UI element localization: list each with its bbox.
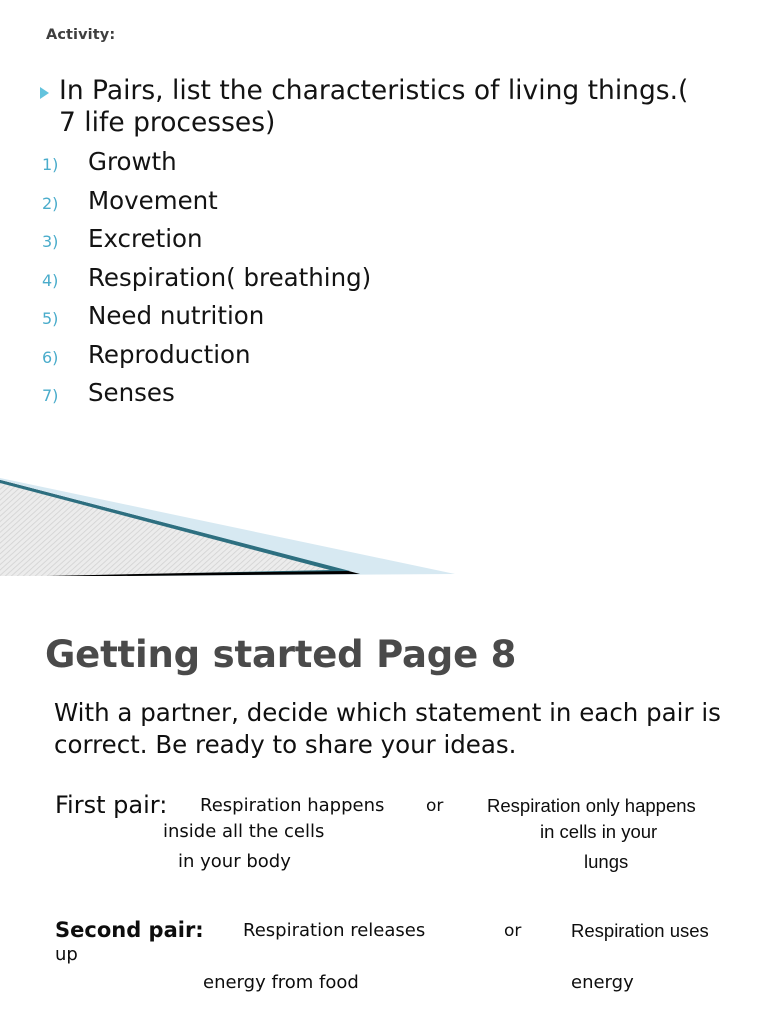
list-item-marker: 2) [42,193,59,213]
statement-a-wrapped-word: up [55,944,78,965]
list-item-marker: 3) [42,232,59,251]
list-item-label: Need nutrition [88,301,265,330]
pair-label: First pair: [55,791,168,819]
statement-b-line1: Respiration only happens [487,795,696,816]
list-item-label: Respiration( breathing) [88,262,372,292]
triangle-bullet-icon [40,87,49,99]
list-item-marker: 5) [42,309,59,328]
list-item-label: Senses [88,378,175,407]
list-item: 4) Respiration( breathing) [40,262,640,305]
list-item-marker: 4) [42,270,59,290]
list-item-label: Growth [88,147,177,176]
life-processes-list: 1) Growth 2) Movement 3) Excretion 4) Re… [40,147,640,420]
statement-b-line3: lungs [584,851,629,872]
list-item-label: Reproduction [88,339,251,369]
list-item-label: Excretion [88,224,203,253]
list-item: 6) Reproduction [40,339,640,382]
main-bullet-text: In Pairs, list the characteristics of li… [59,75,689,139]
pair-block-first: First pair: Respiration happens or Respi… [0,791,768,872]
diagonal-wedge-banner [0,478,470,576]
list-item: 5) Need nutrition [40,301,640,343]
statement-a-line3: in your body [178,851,291,872]
pair-separator: or [426,796,444,816]
statement-a-line1: Respiration releases [243,920,426,941]
list-item-marker: 6) [42,347,59,367]
activity-label: Activity: [46,27,116,43]
pair-block-second: Second pair: Respiration releases or Res… [0,916,768,993]
pair-separator: or [504,921,522,941]
statement-b-line1: Respiration uses [571,920,709,941]
main-bullet-item: In Pairs, list the characteristics of li… [40,75,700,140]
statement-a-line1: Respiration happens [200,795,385,816]
statement-b-line2: energy [571,972,634,993]
list-item: 3) Excretion [40,224,640,266]
list-item: 2) Movement [40,185,640,228]
wedge-decoration-svg [0,478,455,576]
list-item: 7) Senses [40,378,640,420]
slide-activity: Activity: In Pairs, list the characteris… [0,27,700,576]
pair-label: Second pair: [55,918,204,942]
list-item-label: Movement [88,185,218,215]
hatched-gray-wedge [0,483,330,576]
slide-getting-started: Getting started Page 8 With a partner, d… [0,576,768,1024]
list-item-marker: 7) [42,386,59,405]
page-title: Getting started Page 8 [45,632,517,676]
pair-first-row: First pair: Respiration happens or Respi… [0,791,768,822]
statement-a-line2: energy from food [203,972,359,993]
intro-paragraph: With a partner, decide which statement i… [54,697,721,760]
list-item-marker: 1) [42,155,59,174]
statement-a-line2: inside all the cells [163,821,325,842]
statement-b-line2: in cells in your [540,821,658,842]
list-item: 1) Growth [40,147,640,189]
pair-first-row: Second pair: Respiration releases or Res… [0,916,768,947]
